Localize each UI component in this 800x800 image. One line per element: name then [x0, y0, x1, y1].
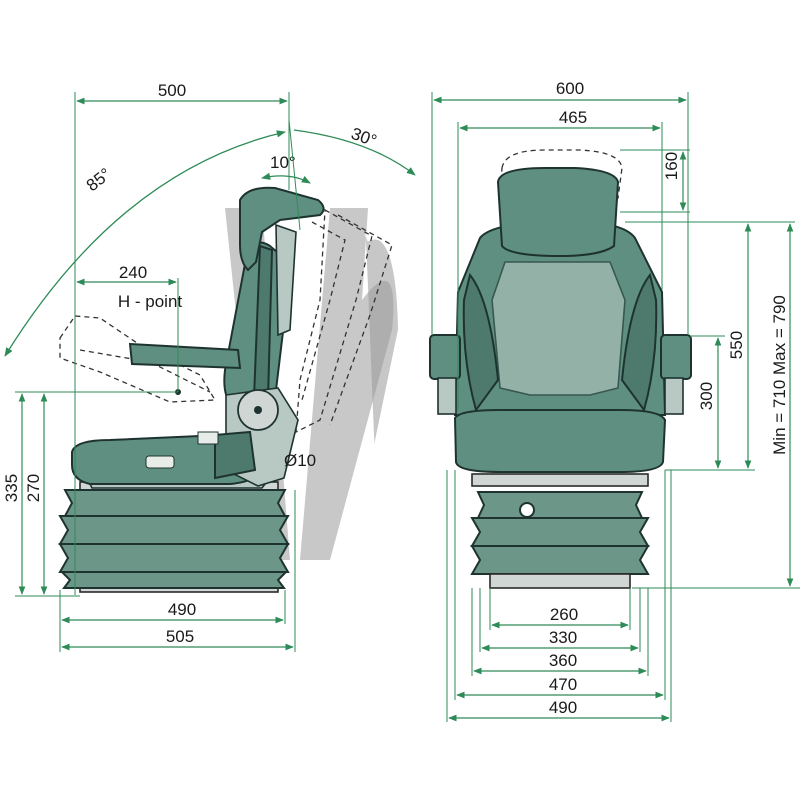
backrest-side [223, 186, 325, 410]
dim-160-label: 160 [662, 152, 681, 180]
dim-depth-side: 490 505 [59, 490, 296, 652]
h-point-label: H - point [118, 292, 183, 311]
bellows-front [470, 491, 650, 589]
dim-300-label: 300 [697, 382, 716, 410]
headrest-front [496, 167, 620, 258]
dim-465-label: 465 [559, 108, 587, 127]
dim-160: 160 [620, 149, 690, 213]
dim-550: 550 [625, 221, 795, 471]
dim-300: 300 [690, 335, 725, 469]
dim-240: 240 H - point [20, 263, 183, 393]
dim-heights-side: 335 270 [2, 391, 80, 597]
dim-270-label: 270 [24, 474, 43, 502]
dim-550-label: 550 [727, 331, 746, 359]
armrest-side [128, 342, 242, 395]
side-view: 500 85° 30° 10° 240 H - point Ø10 33 [2, 81, 416, 652]
dim-490-side-label: 490 [168, 600, 196, 619]
backrest-front [453, 221, 667, 416]
dim-360-label: 360 [549, 651, 577, 670]
dim-330-label: 330 [549, 628, 577, 647]
dim-600-label: 600 [556, 79, 584, 98]
seat-cushion-front [453, 409, 667, 487]
angle-10-label: 10° [270, 153, 296, 172]
dim-470-label: 470 [549, 675, 577, 694]
dim-total-height: Min = 710 Max = 790 [632, 223, 800, 589]
bellows-side [58, 481, 290, 593]
dim-490-front-label: 490 [549, 698, 577, 717]
dim-600: 600 [431, 79, 689, 335]
dim-bottom-widths: 260 330 360 470 490 [446, 470, 672, 722]
front-view: 600 465 160 550 300 [429, 79, 800, 722]
dim-500-label: 500 [158, 81, 186, 100]
angle-30-label: 30° [349, 124, 380, 151]
dim-total-height-label: Min = 710 Max = 790 [770, 295, 789, 455]
dim-240-label: 240 [119, 263, 147, 282]
armrests-front [429, 334, 692, 415]
dim-505-label: 505 [166, 627, 194, 646]
angle-85-label: 85° [83, 164, 115, 195]
pivot-mechanism [197, 387, 299, 487]
dim-335-label: 335 [2, 474, 21, 502]
dim-260-label: 260 [550, 605, 578, 624]
pivot-diameter-label: Ø10 [284, 451, 316, 470]
